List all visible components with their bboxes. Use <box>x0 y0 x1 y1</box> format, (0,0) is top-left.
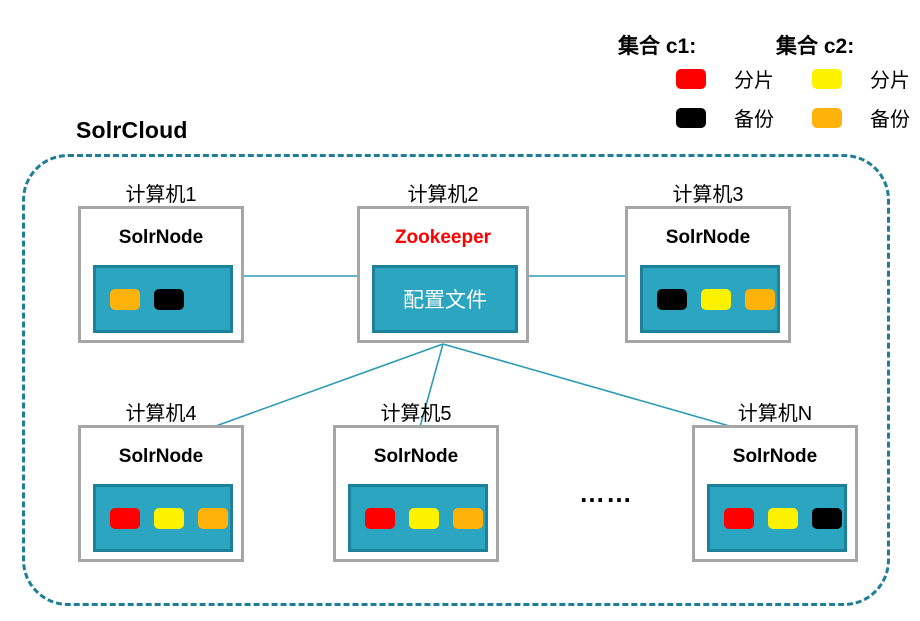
zookeeper-box[interactable]: Zookeeper 配置文件 <box>357 206 529 343</box>
solrnode-title: SolrNode <box>118 227 204 248</box>
shard-panel <box>640 265 780 333</box>
shard-chip <box>812 507 842 529</box>
shard-panel <box>707 484 847 552</box>
legend-label: 分片 <box>734 70 774 92</box>
ellipsis-indicator: …… <box>579 478 633 508</box>
shard-chip <box>110 507 140 529</box>
machine-label: 计算机5 <box>380 403 452 425</box>
shard-chip <box>657 288 687 310</box>
shard-chip <box>154 288 184 310</box>
legend-swatch-c2-shard <box>812 68 842 89</box>
solrnode-box[interactable]: SolrNode <box>78 425 244 562</box>
solrcloud-title: SolrCloud <box>76 117 188 143</box>
shard-chip <box>724 507 754 529</box>
machine-label: 计算机4 <box>125 403 197 425</box>
zookeeper-title: Zookeeper <box>394 227 492 248</box>
solrnode-title: SolrNode <box>665 227 751 248</box>
solrnode-box[interactable]: SolrNode <box>692 425 858 562</box>
solrnode-box[interactable]: SolrNode <box>333 425 499 562</box>
solrnode-box[interactable]: SolrNode <box>625 206 791 343</box>
shard-chip <box>453 507 483 529</box>
solrnode-box[interactable]: SolrNode <box>78 206 244 343</box>
legend-swatch-c1-shard <box>676 68 706 89</box>
legend-label: 分片 <box>870 70 910 92</box>
shard-chip <box>701 288 731 310</box>
solrcloud-boundary <box>22 154 890 606</box>
legend-swatch-c2-replica <box>812 107 842 128</box>
shard-panel <box>93 265 233 333</box>
legend-row: 分片 <box>676 64 774 93</box>
legend-row: 备份 <box>812 103 910 132</box>
shard-panel <box>93 484 233 552</box>
legend-group-title-2: 集合 c2: <box>776 35 855 58</box>
solrnode-title: SolrNode <box>118 446 204 467</box>
shard-chip <box>110 288 140 310</box>
legend-swatch-c1-replica <box>676 107 706 128</box>
shard-chip <box>154 507 184 529</box>
machine-label: 计算机1 <box>125 184 197 206</box>
machine-label: 计算机2 <box>407 184 479 206</box>
legend-label: 备份 <box>734 109 774 131</box>
legend-row: 备份 <box>676 103 774 132</box>
config-panel: 配置文件 <box>372 265 518 333</box>
shard-chip <box>365 507 395 529</box>
legend-group-title-1: 集合 c1: <box>618 35 697 58</box>
solrnode-title: SolrNode <box>373 446 459 467</box>
solrnode-title: SolrNode <box>732 446 818 467</box>
shard-panel <box>348 484 488 552</box>
machine-label: 计算机N <box>737 403 813 425</box>
legend-row: 分片 <box>812 64 910 93</box>
shard-chip <box>768 507 798 529</box>
shard-chip <box>198 507 228 529</box>
config-file-label: 配置文件 <box>403 289 487 312</box>
machine-label: 计算机3 <box>672 184 744 206</box>
legend-label: 备份 <box>870 109 910 131</box>
shard-chip <box>745 288 775 310</box>
shard-chip <box>409 507 439 529</box>
